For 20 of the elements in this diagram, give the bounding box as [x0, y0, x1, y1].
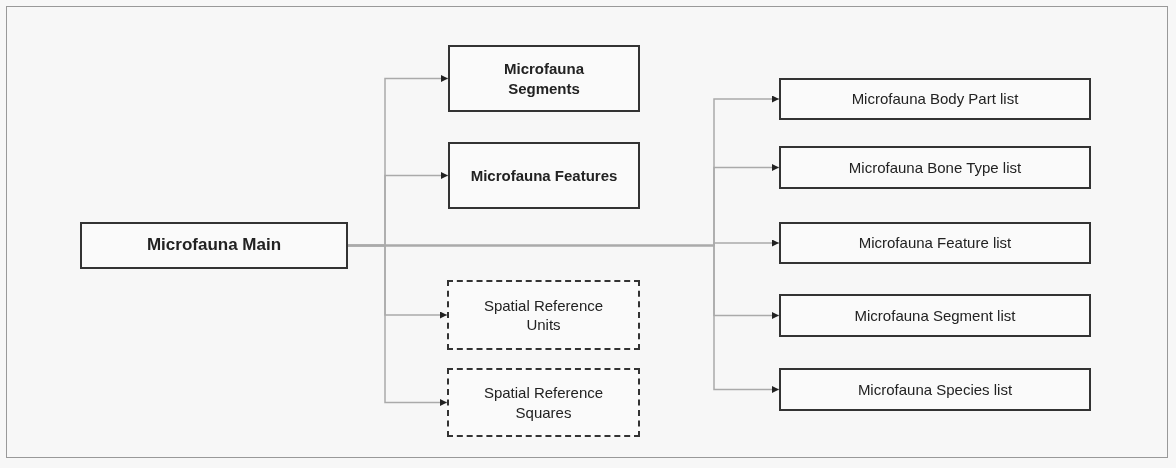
- box-label: Microfauna Bone Type list: [848, 157, 1022, 178]
- box-label: Microfauna Segments: [503, 59, 585, 98]
- process-box: [448, 142, 640, 209]
- box-label: Spatial Reference Squares: [482, 383, 605, 422]
- dashed-box: [447, 280, 640, 350]
- process-box: [779, 78, 1091, 120]
- process-box: [779, 294, 1091, 337]
- box-label: Microfauna Main: [146, 234, 282, 257]
- box-label: Microfauna Features: [470, 165, 618, 186]
- dashed-box: [447, 368, 640, 437]
- process-box: [779, 368, 1091, 411]
- process-box: [779, 222, 1091, 264]
- box-label: Microfauna Feature list: [858, 233, 1012, 253]
- box-label: Spatial Reference Units: [482, 295, 605, 335]
- process-box: [448, 45, 640, 112]
- box-label: Microfauna Species list: [857, 379, 1013, 400]
- box-label: Microfauna Body Part list: [851, 89, 1019, 109]
- box-label: Microfauna Segment list: [854, 305, 1016, 326]
- process-box: [80, 222, 348, 269]
- process-box: [779, 146, 1091, 189]
